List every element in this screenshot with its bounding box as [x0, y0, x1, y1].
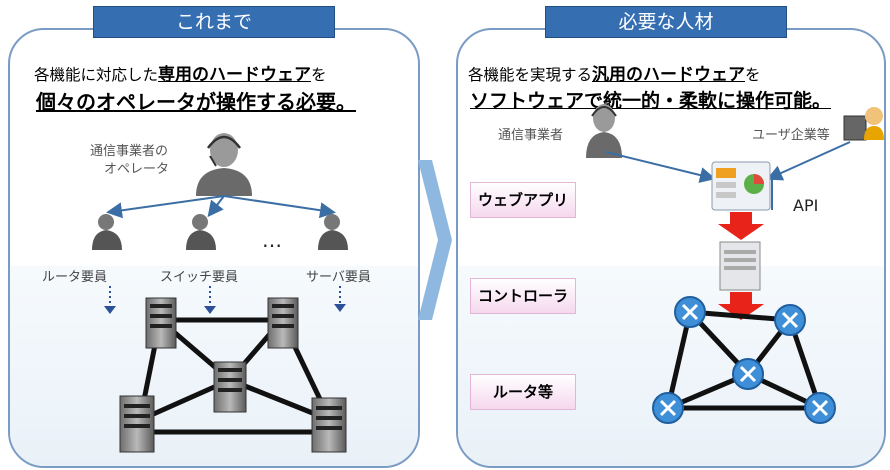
- operator-headset-icon: [586, 104, 622, 158]
- router-node-icon: [804, 392, 836, 424]
- right-headline-pre: 各機能を実現する: [468, 66, 593, 84]
- ellipsis: …: [262, 228, 285, 252]
- layer-controller: コントローラ: [470, 278, 576, 314]
- router-node-icon: [652, 392, 684, 424]
- staff-user-icon: [318, 214, 348, 250]
- left-headline-emph: 専用のハードウェア: [158, 65, 312, 85]
- right-headline-emph: 汎用のハードウェア: [592, 65, 746, 85]
- right-headline-1: 各機能を実現する汎用のハードウェアを: [468, 60, 761, 85]
- switch-rack-icon: [119, 395, 155, 453]
- switch-rack-icon: [311, 397, 347, 453]
- enterprise-user-icon: [843, 107, 884, 141]
- web-app-icon: [711, 161, 771, 211]
- left-headline-1: 各機能に対応した専用のハードウェアを: [34, 60, 327, 85]
- staff-user-icon: [186, 214, 216, 250]
- left-title-tab: これまで: [93, 6, 335, 38]
- carrier-label: 通信事業者: [498, 128, 564, 143]
- router-node-icon: [732, 358, 764, 390]
- red-down-arrow: [718, 212, 764, 240]
- switch-rack-icon: [213, 361, 247, 413]
- router-node-icon: [774, 304, 806, 336]
- operator-headset-icon: [196, 133, 252, 196]
- staff-router-label: ルータ要員: [42, 270, 108, 285]
- left-headline-post: を: [311, 66, 327, 84]
- right-headline-2: ソフトウェアで統一的・柔軟に操作可能。: [470, 90, 832, 112]
- user-company-label: ユーザ企業等: [752, 128, 830, 143]
- red-down-arrow: [718, 292, 764, 320]
- right-title-tab: 必要な人材: [545, 6, 787, 38]
- server-controller-icon: [719, 241, 761, 291]
- operator-label-line1: 通信事業者の: [90, 144, 169, 159]
- operator-label-line2: オペレータ: [104, 162, 170, 177]
- right-headline-post: を: [745, 66, 761, 84]
- left-headline-pre: 各機能に対応した: [34, 66, 159, 84]
- staff-server-label: サーバ要員: [306, 270, 371, 285]
- switch-rack-icon: [145, 297, 177, 349]
- staff-switch-label: スイッチ要員: [160, 270, 239, 285]
- layer-web-app: ウェブアプリ: [470, 182, 576, 218]
- api-label: API: [793, 196, 819, 215]
- router-node-icon: [674, 296, 706, 328]
- layer-router: ルータ等: [470, 374, 576, 410]
- chevron-right-icon: [418, 160, 452, 320]
- switch-rack-icon: [267, 297, 299, 349]
- left-headline-2: 個々のオペレータが操作する必要。: [36, 90, 356, 114]
- staff-user-icon: [92, 214, 122, 250]
